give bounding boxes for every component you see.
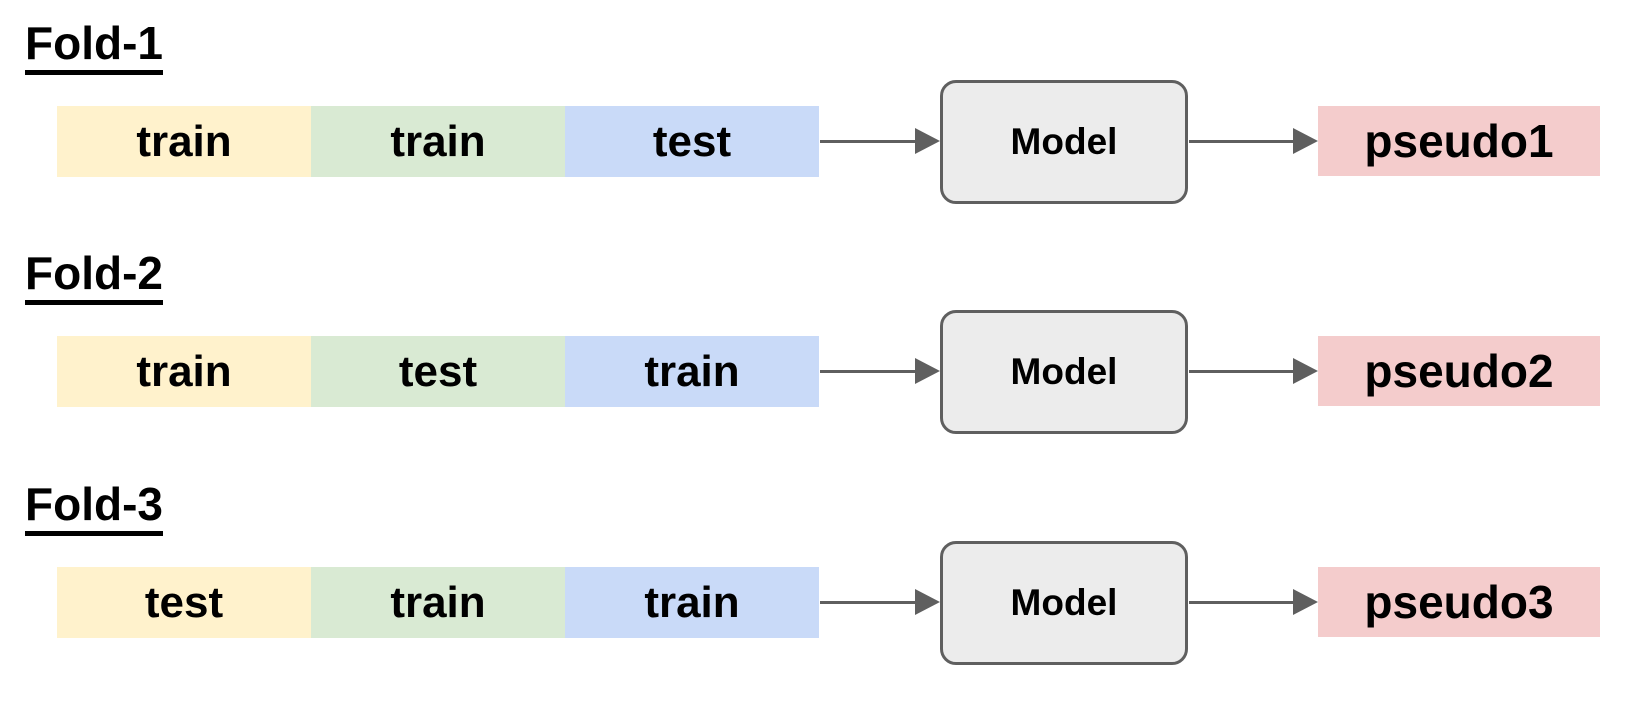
fold-2-title-text: Fold-2 [25, 248, 163, 305]
fold-2-data-bar: train test train [57, 336, 819, 407]
arrow-right-icon [820, 358, 940, 385]
fold-3-title: Fold-3 [25, 479, 163, 536]
arrow-line [820, 140, 918, 143]
fold-3-pseudo-box: pseudo3 [1318, 567, 1600, 637]
fold-3-segment-2: train [311, 567, 565, 638]
arrow-right-icon [820, 128, 940, 155]
fold-2-segment-3: train [565, 336, 819, 407]
arrow-head [1293, 589, 1318, 615]
fold-1-pseudo-box: pseudo1 [1318, 106, 1600, 176]
fold-2-row: Fold-2 train test train Model pseudo2 [0, 230, 1650, 460]
fold-3-title-text: Fold-3 [25, 479, 163, 536]
fold-1-title: Fold-1 [25, 18, 163, 75]
fold-1-model-box: Model [940, 80, 1188, 204]
fold-3-model-label: Model [1010, 582, 1118, 623]
arrow-right-icon [1189, 358, 1318, 385]
fold-2-model-label: Model [1010, 351, 1118, 392]
arrow-right-icon [1189, 128, 1318, 155]
fold-2-title: Fold-2 [25, 248, 163, 305]
arrow-head [1293, 128, 1318, 154]
fold-2-segment-1: train [57, 336, 311, 407]
arrow-head [915, 128, 940, 154]
arrow-line [1189, 140, 1296, 143]
fold-3-data-bar: test train train [57, 567, 819, 638]
arrow-line [820, 370, 918, 373]
fold-3-model-box: Model [940, 541, 1188, 665]
fold-1-segment-3: test [565, 106, 819, 177]
arrow-line [1189, 601, 1296, 604]
fold-1-row: Fold-1 train train test Model pseudo1 [0, 0, 1650, 230]
fold-3-row: Fold-3 test train train Model pseudo3 [0, 461, 1650, 691]
fold-1-title-text: Fold-1 [25, 18, 163, 75]
fold-1-segment-2: train [311, 106, 565, 177]
fold-3-segment-1: test [57, 567, 311, 638]
fold-1-data-bar: train train test [57, 106, 819, 177]
arrow-right-icon [820, 589, 940, 616]
arrow-head [915, 589, 940, 615]
fold-3-segment-3: train [565, 567, 819, 638]
fold-1-segment-1: train [57, 106, 311, 177]
fold-2-model-box: Model [940, 310, 1188, 434]
arrow-head [915, 358, 940, 384]
fold-2-segment-2: test [311, 336, 565, 407]
arrow-head [1293, 358, 1318, 384]
fold-1-model-label: Model [1010, 121, 1118, 162]
fold-2-pseudo-box: pseudo2 [1318, 336, 1600, 406]
arrow-right-icon [1189, 589, 1318, 616]
arrow-line [1189, 370, 1296, 373]
arrow-line [820, 601, 918, 604]
